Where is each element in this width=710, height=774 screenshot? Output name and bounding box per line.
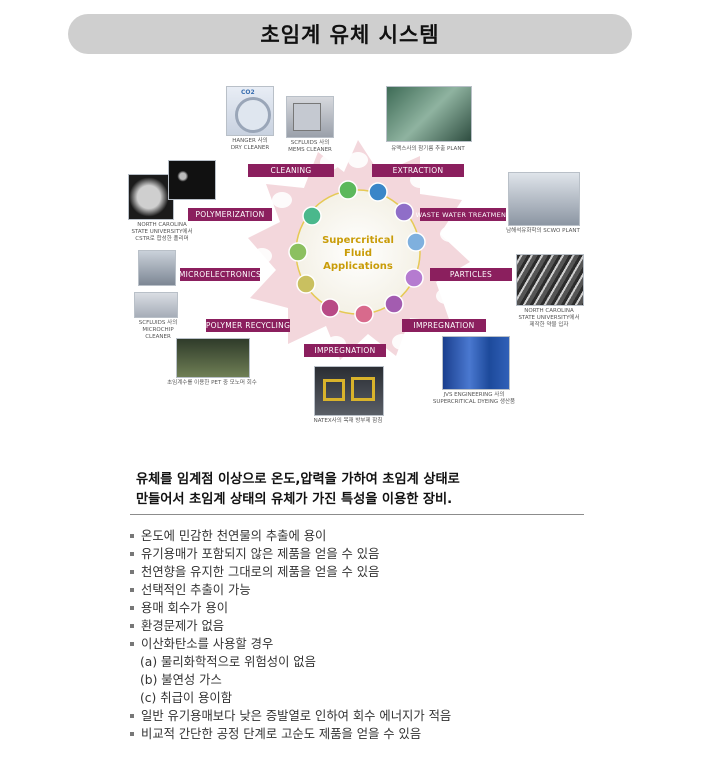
- caption-ncsu-cstr: NORTH CAROLINA STATE UNIVERSITY에서 CSTR로 …: [131, 222, 193, 242]
- feature-text: 천연향을 유지한 그대로의 제품을 얻을 수 있음: [141, 565, 380, 579]
- bullet-icon: [130, 533, 134, 538]
- feature-text: 이산화탄소를 사용할 경우: [141, 637, 274, 651]
- feature-text: 선택적인 추출이 가능: [141, 583, 251, 597]
- category-particles: PARTICLES: [430, 268, 512, 281]
- bullet-icon: [130, 551, 134, 556]
- feature-text: 유기용매가 포함되지 않은 제품을 얻을 수 있음: [141, 547, 380, 561]
- feature-item: 선택적인 추출이 가능: [130, 581, 600, 599]
- center-label: Supercritical Fluid Applications: [318, 234, 398, 273]
- feature-item: 비교적 간단한 공정 단계로 고순도 제품을 얻을 수 있음: [130, 725, 600, 743]
- feature-item: 천연향을 유지한 그대로의 제품을 얻을 수 있음: [130, 563, 600, 581]
- microchip-photo: [134, 292, 178, 318]
- caption-ncsu-particles: NORTH CAROLINA STATE UNIVERSITY에서 제작한 약물…: [518, 308, 580, 328]
- center-label-line2: Fluid: [344, 248, 372, 259]
- polymer-micrograph-photo: [128, 174, 174, 220]
- center-label-line3: Applications: [323, 261, 393, 272]
- feature-item: 용매 회수가 용이: [130, 599, 600, 617]
- bullet-icon: [130, 605, 134, 610]
- page-title: 초임계 유체 시스템: [260, 23, 440, 47]
- feature-text: 용매 회수가 용이: [141, 601, 229, 615]
- feature-item: 환경문제가 없음: [130, 617, 600, 635]
- category-microelectronics: MICROELECTRONICS: [178, 268, 262, 281]
- supercritical-applications-diagram: Supercritical Fluid Applications CLEANIN…: [128, 86, 588, 432]
- bullet-icon: [130, 731, 134, 736]
- feature-text: 비교적 간단한 공정 단계로 고순도 제품을 얻을 수 있음: [141, 727, 422, 741]
- feature-item: (a) 물리화학적으로 위험성이 없음: [130, 653, 600, 671]
- center-label-line1: Supercritical: [322, 235, 394, 246]
- caption-pet-recovery: 초임계수를 이용한 PET 중 모노머 회수: [167, 380, 257, 386]
- caption-hanger: HANGER 사의 DRY CLEANER: [230, 138, 270, 151]
- feature-item: 이산화탄소를 사용할 경우: [130, 635, 600, 653]
- feature-item: 일반 유기용매보다 낮은 증발열로 인하여 회수 에너지가 적음: [130, 707, 600, 725]
- category-polymer-recycling: POLYMER RECYCLING: [205, 319, 291, 332]
- feature-item: 온도에 민감한 천연물의 추출에 용이: [130, 527, 600, 545]
- caption-scfluids-mems: SCFLUIDS 사의 MEMS CLEANER: [288, 140, 332, 153]
- category-polymerization: POLYMERIZATION: [188, 208, 272, 221]
- polymer-particles-photo: [168, 160, 216, 200]
- category-impregnation-right: IMPREGNATION: [402, 319, 486, 332]
- bullet-icon: [130, 713, 134, 718]
- bullet-icon: [130, 641, 134, 646]
- bullet-icon: [130, 623, 134, 628]
- category-extraction: EXTRACTION: [372, 164, 464, 177]
- caption-jvs: JVS ENGINEERING 사의 SUPERCRITICAL DYEING …: [432, 392, 516, 405]
- summary-divider: [130, 514, 584, 515]
- feature-item: (b) 불연성 가스: [130, 671, 600, 689]
- feature-text: (c) 취급이 용이함: [140, 691, 233, 705]
- drug-particles-photo: [516, 254, 584, 306]
- mems-cleaner-photo: [286, 96, 334, 138]
- summary-line1: 유체를 임계점 이상으로 온도,압력을 가하여 초임계 상태로: [136, 472, 460, 487]
- dyeing-products-photo: [442, 336, 510, 390]
- feature-text: 환경문제가 없음: [141, 619, 225, 633]
- scwo-plant-photo: [508, 172, 580, 226]
- feature-text: (a) 물리화학적으로 위험성이 없음: [140, 655, 316, 669]
- dry-cleaner-photo: CO2: [226, 86, 274, 136]
- caption-extraction-plant: 유맥스사의 참기름 추출 PLANT: [391, 146, 465, 152]
- wood-impregnation-photo: [314, 366, 384, 416]
- category-impregnation-bottom: IMPREGNATION: [304, 344, 386, 357]
- pet-recovery-photo: [176, 338, 250, 378]
- category-cleaning: CLEANING: [248, 164, 334, 177]
- bullet-icon: [130, 587, 134, 592]
- page-title-bar: 초임계 유체 시스템: [68, 14, 632, 54]
- bullet-icon: [130, 569, 134, 574]
- summary-line2: 만들어서 초임계 상태의 유체가 가진 특성을 이용한 장비.: [136, 492, 453, 507]
- microchip-cleaner-photo: [138, 250, 176, 286]
- extraction-plant-photo: [386, 86, 472, 142]
- caption-scwo: 남해석유화학의 SCWO PLANT: [506, 228, 580, 234]
- caption-scfluids-chip: SCFLUIDS 사의 MICROCHIP CLEANER: [138, 320, 178, 340]
- feature-text: (b) 불연성 가스: [140, 673, 222, 687]
- feature-text: 일반 유기용매보다 낮은 증발열로 인하여 회수 에너지가 적음: [141, 709, 452, 723]
- feature-item: (c) 취급이 용이함: [130, 689, 600, 707]
- feature-item: 유기용매가 포함되지 않은 제품을 얻을 수 있음: [130, 545, 600, 563]
- category-waste-water-treatment: WASTE WATER TREATMENT: [416, 208, 510, 221]
- summary-text: 유체를 임계점 이상으로 온도,압력을 가하여 초임계 상태로 만들어서 초임계…: [136, 470, 584, 510]
- caption-natex: NATEX사의 목재 방부제 함침: [313, 418, 383, 424]
- co2-logo: CO2: [241, 89, 255, 96]
- feature-text: 온도에 민감한 천연물의 추출에 용이: [141, 529, 327, 543]
